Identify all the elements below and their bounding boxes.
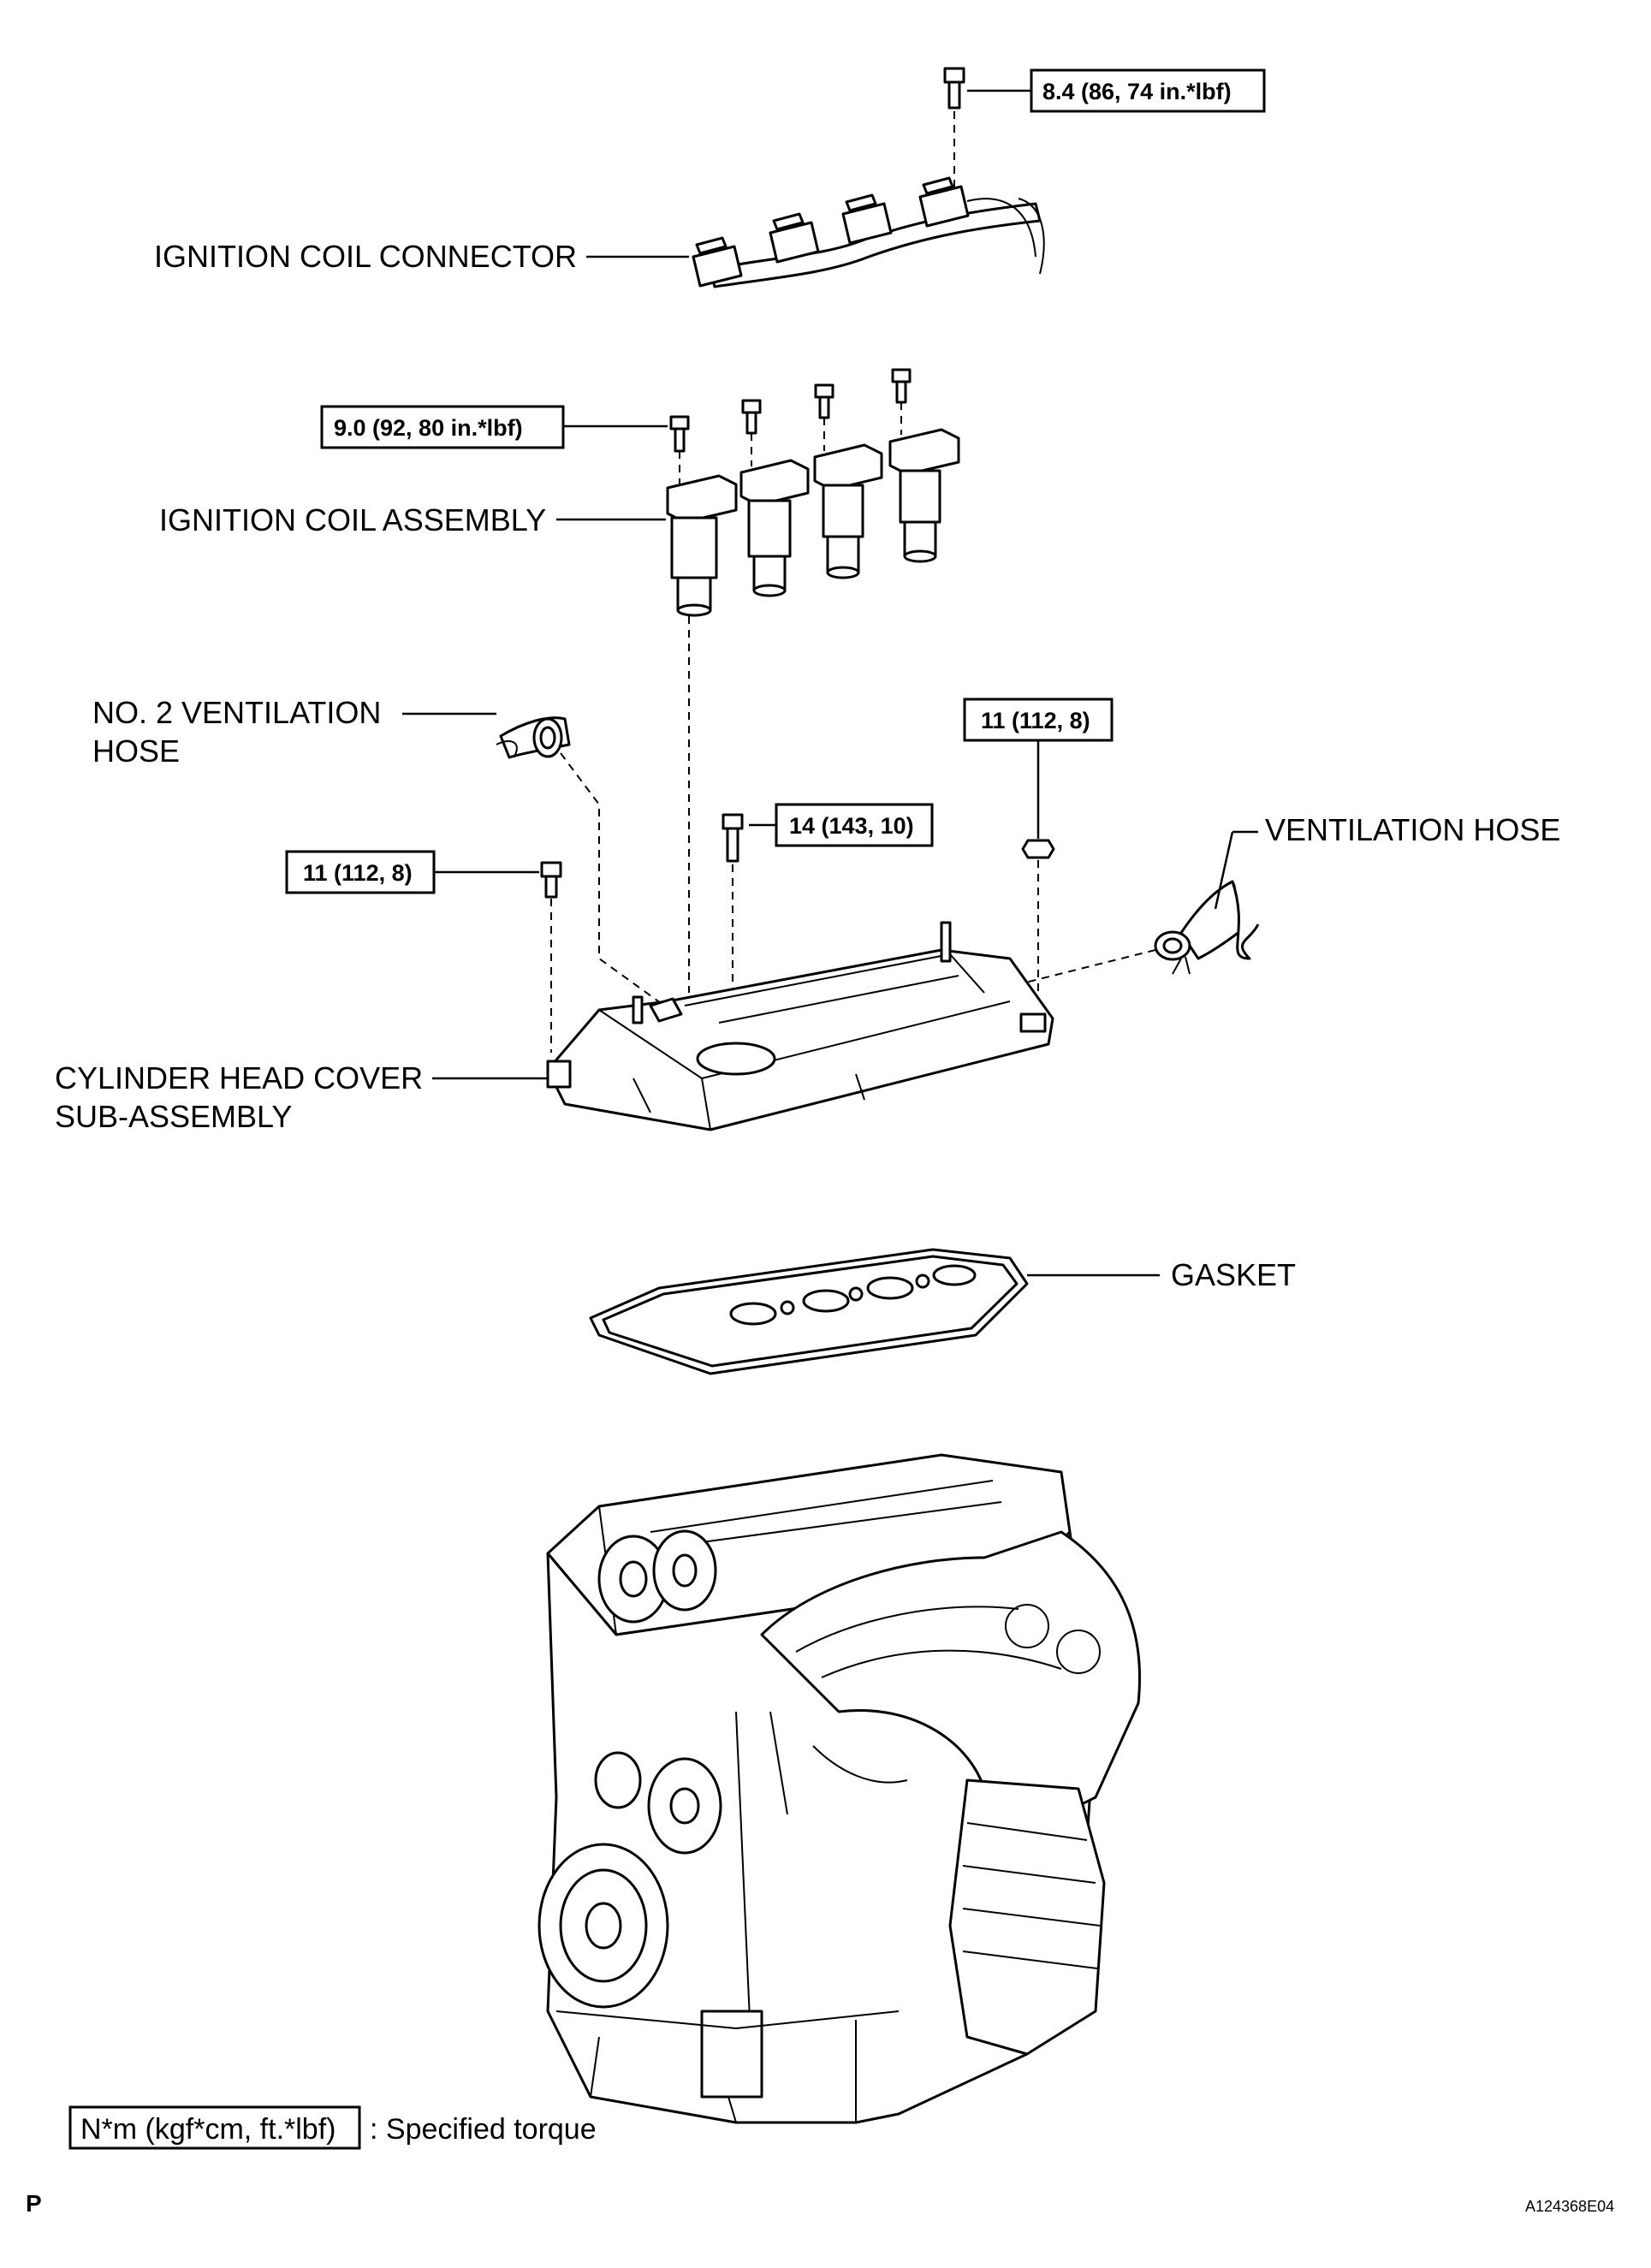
torque-cover-stud-left: 11 (112, 8) (303, 860, 413, 886)
label-no2-ventilation-hose-line2: HOSE (92, 733, 180, 769)
label-cylinder-head-cover-line1: CYLINDER HEAD COVER (55, 1060, 423, 1095)
ignition-coil-assembly-part (666, 368, 960, 617)
ignition-coil-2 (739, 399, 810, 597)
gasket-part (589, 1248, 1029, 1375)
connector-bolt-icon (943, 67, 965, 110)
ignition-coil-3 (813, 383, 883, 579)
engine-assembly-illustration (537, 1453, 1141, 2124)
coil-plug-4 (918, 176, 970, 228)
crank-pulley (537, 1843, 669, 2009)
coil-plug-1 (692, 236, 743, 288)
page-letter: P (26, 2190, 42, 2217)
label-gasket: GASKET (1171, 1257, 1296, 1292)
torque-cover-stud-right: 11 (112, 8) (981, 708, 1090, 733)
cover-stud-left-icon (540, 861, 562, 899)
legend-description: : Specified torque (370, 2113, 597, 2146)
label-no2-ventilation-hose-line1: NO. 2 VENTILATION (92, 695, 381, 730)
water-pump-pulley (647, 1757, 722, 1855)
coil-plug-3 (841, 193, 893, 245)
label-cylinder-head-cover-line2: SUB-ASSEMBLY (55, 1099, 292, 1134)
cam-sprockets (597, 1529, 717, 1624)
ventilation-hose-part (1154, 880, 1260, 975)
no2-ventilation-hose-part (496, 716, 571, 759)
legend-unit: N*m (kgf*cm, ft.*lbf) (80, 2113, 336, 2146)
ignition-coil-1 (666, 415, 738, 617)
cover-nut-right-icon (1021, 839, 1055, 859)
torque-box-cover-stud-right (963, 698, 1114, 742)
ignition-coil-connector-part (692, 67, 1045, 288)
torque-connector-bolt: 8.4 (86, 74 in.*lbf) (1042, 79, 1232, 104)
torque-box-connector-bolt (1030, 68, 1266, 113)
torque-coil-bolt: 9.0 (92, 80 in.*lbf) (334, 415, 523, 441)
torque-cover-bolt-center: 14 (143, 10) (789, 813, 914, 839)
figure-code: A124368E04 (1525, 2198, 1614, 2215)
torque-box-cover-bolt-center (775, 803, 934, 847)
cover-bolt-center-icon (722, 813, 744, 863)
cylinder-head-cover-part (546, 921, 1054, 1131)
label-ignition-coil-connector: IGNITION COIL CONNECTOR (154, 239, 577, 274)
torque-box-cover-stud-left (285, 850, 436, 894)
label-ignition-coil-assembly: IGNITION COIL ASSEMBLY (159, 502, 546, 537)
coil-plug-2 (769, 212, 820, 264)
ignition-coil-4 (888, 368, 960, 563)
legend-unit-box (68, 2105, 361, 2150)
label-ventilation-hose: VENTILATION HOSE (1265, 812, 1560, 847)
